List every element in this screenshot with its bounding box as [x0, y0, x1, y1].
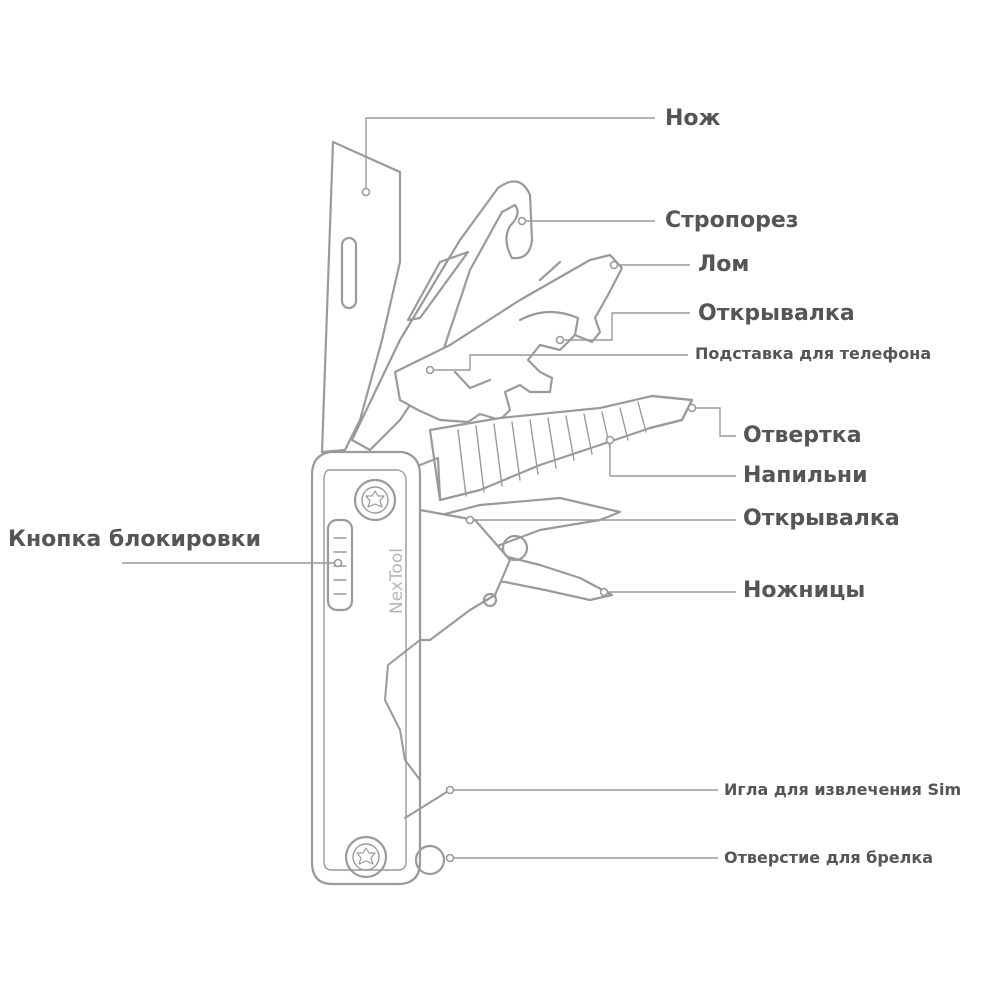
- leader-knife: [365, 117, 655, 192]
- leader-dots: [333, 187, 697, 863]
- lower-opener: [418, 508, 512, 642]
- label-file: Напильни: [743, 463, 868, 488]
- keychain-hole: [414, 844, 446, 876]
- knife-blade: [320, 140, 402, 454]
- top-screw-icon: [353, 478, 397, 522]
- leader-file: [609, 440, 736, 477]
- sim-pin: [404, 789, 451, 819]
- label-opener-bottom: Открывалка: [743, 506, 900, 531]
- screwdriver-file: [418, 394, 694, 502]
- leader-lines: [122, 117, 736, 859]
- leader-phone-stand: [430, 354, 688, 371]
- label-phone-stand: Подставка для телефона: [695, 344, 932, 363]
- label-keychain-hole: Отверстие для брелка: [724, 848, 934, 867]
- leader-screwdriver: [692, 407, 736, 437]
- label-knife: Нож: [665, 106, 721, 131]
- label-opener-top: Открывалка: [698, 301, 855, 326]
- label-scissors: Ножницы: [743, 578, 866, 603]
- label-lock-button: Кнопка блокировки: [8, 527, 261, 552]
- bottom-screw-icon: [344, 835, 388, 879]
- label-screwdriver: Отвертка: [743, 423, 862, 448]
- brand-logo: NexTool: [387, 548, 407, 614]
- pry-bar-opener: [393, 253, 624, 424]
- label-strap-cutter: Стропорез: [665, 208, 799, 233]
- label-sim-pin: Игла для извлечения Sim: [724, 780, 962, 799]
- label-pry-bar: Лом: [698, 252, 750, 277]
- leader-opener-top: [560, 312, 690, 341]
